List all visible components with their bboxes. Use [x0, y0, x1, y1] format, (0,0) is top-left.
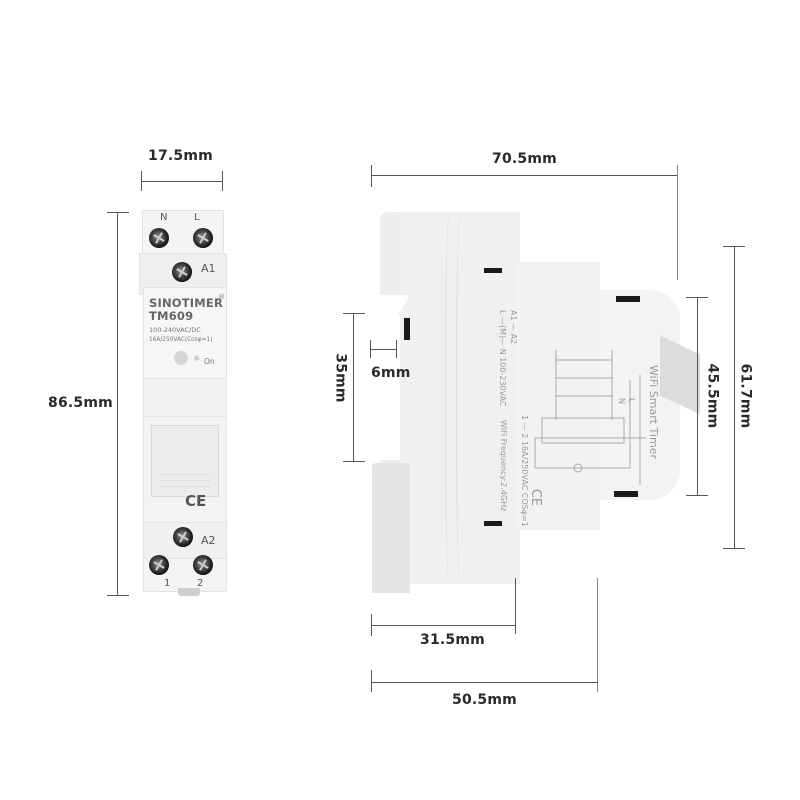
total-height-line: [734, 246, 735, 548]
registered-mark: ®: [218, 293, 225, 301]
mid-depth-tick-left: [371, 670, 372, 692]
wiring-terminal-n: N: [617, 398, 626, 404]
din-rail-gap: [370, 315, 400, 460]
din-notch-top: [370, 295, 410, 315]
label-line-1: A1 — A2: [509, 310, 518, 345]
brand-name: SINOTIMER: [149, 296, 224, 310]
front-height-tick-bottom: [107, 595, 129, 596]
clip-tick-right: [396, 340, 397, 358]
front-height-tick-top: [107, 212, 129, 213]
label-line-4: WiFi Frequency:2.4GHz: [499, 420, 508, 512]
label-line-2: L —(M)— N 100-230VAC: [498, 310, 507, 407]
slot-4: [614, 491, 638, 497]
screw-2-icon: [193, 555, 213, 575]
front-height-line: [117, 212, 118, 596]
din-clip-foot: [178, 588, 200, 596]
base-depth-tick-right: [515, 578, 516, 634]
mid-depth-line: [371, 682, 598, 683]
front-width-label: 17.5mm: [148, 148, 213, 164]
terminal-2-label: 2: [197, 578, 204, 589]
base-depth-label: 31.5mm: [420, 632, 485, 648]
total-height-tick-bottom: [723, 548, 745, 549]
depth-tick-left: [371, 165, 372, 187]
screw-1-icon: [149, 555, 169, 575]
clip-line: [370, 349, 396, 350]
terminal-n-label: N: [160, 212, 168, 223]
rail-tick-bottom: [343, 461, 365, 462]
clip-label: 6mm: [371, 365, 411, 381]
total-height-tick-top: [723, 246, 745, 247]
front-height-label: 86.5mm: [48, 395, 113, 411]
mid-depth-tick-right: [597, 578, 598, 692]
seam-line-1: [445, 212, 456, 584]
din-clip: [372, 463, 410, 593]
front-width-tick-right: [222, 171, 223, 191]
indicator-label: On: [204, 357, 215, 366]
terminal-a2-label: A2: [201, 534, 216, 547]
rail-line: [353, 313, 354, 461]
screw-a2-icon: [173, 527, 193, 547]
bulb-icon: ☼: [193, 354, 201, 363]
ce-mark-front: CE: [185, 492, 207, 510]
rail-label: 35mm: [332, 353, 349, 403]
spec-voltage: 100-240VAC/DC: [149, 326, 201, 334]
indicator-led-icon: [174, 351, 188, 365]
seam-line-2: [456, 212, 467, 584]
screw-l-icon: [193, 228, 213, 248]
front-label-panel: [143, 287, 227, 382]
slot-3: [616, 296, 640, 302]
terminal-l-label: L: [194, 212, 200, 223]
clip-tick-left: [370, 340, 371, 358]
terminal-1-label: 1: [164, 578, 171, 589]
wiring-diagram: [534, 350, 646, 485]
depth-line: [371, 175, 678, 176]
cover-window: [151, 425, 219, 497]
front-height-line-side: [697, 297, 698, 495]
base-depth-tick-left: [371, 614, 372, 636]
terminal-a1-label: A1: [201, 262, 216, 275]
slot-clip: [404, 318, 410, 340]
screw-n-icon: [149, 228, 169, 248]
spec-current: 16A/250VAC(Cosφ=1): [149, 337, 213, 343]
mid-depth-label: 50.5mm: [452, 692, 517, 708]
screw-a1-icon: [172, 262, 192, 282]
rail-tick-top: [343, 313, 365, 314]
depth-label: 70.5mm: [492, 151, 557, 167]
front-height-side-label: 45.5mm: [704, 363, 721, 429]
wiring-terminal-l: L: [627, 398, 636, 403]
slot-2: [484, 521, 502, 526]
front-height-tick-top-side: [686, 297, 708, 298]
front-height-tick-bottom-side: [686, 495, 708, 496]
front-width-tick-left: [141, 171, 142, 191]
front-width-line: [141, 181, 223, 182]
slot-1: [484, 268, 502, 273]
base-depth-line: [371, 625, 516, 626]
total-height-label: 61.7mm: [737, 363, 754, 429]
depth-tick-right: [677, 165, 678, 280]
front-mid-panel: [143, 378, 227, 420]
model-number: TM609: [149, 309, 194, 323]
